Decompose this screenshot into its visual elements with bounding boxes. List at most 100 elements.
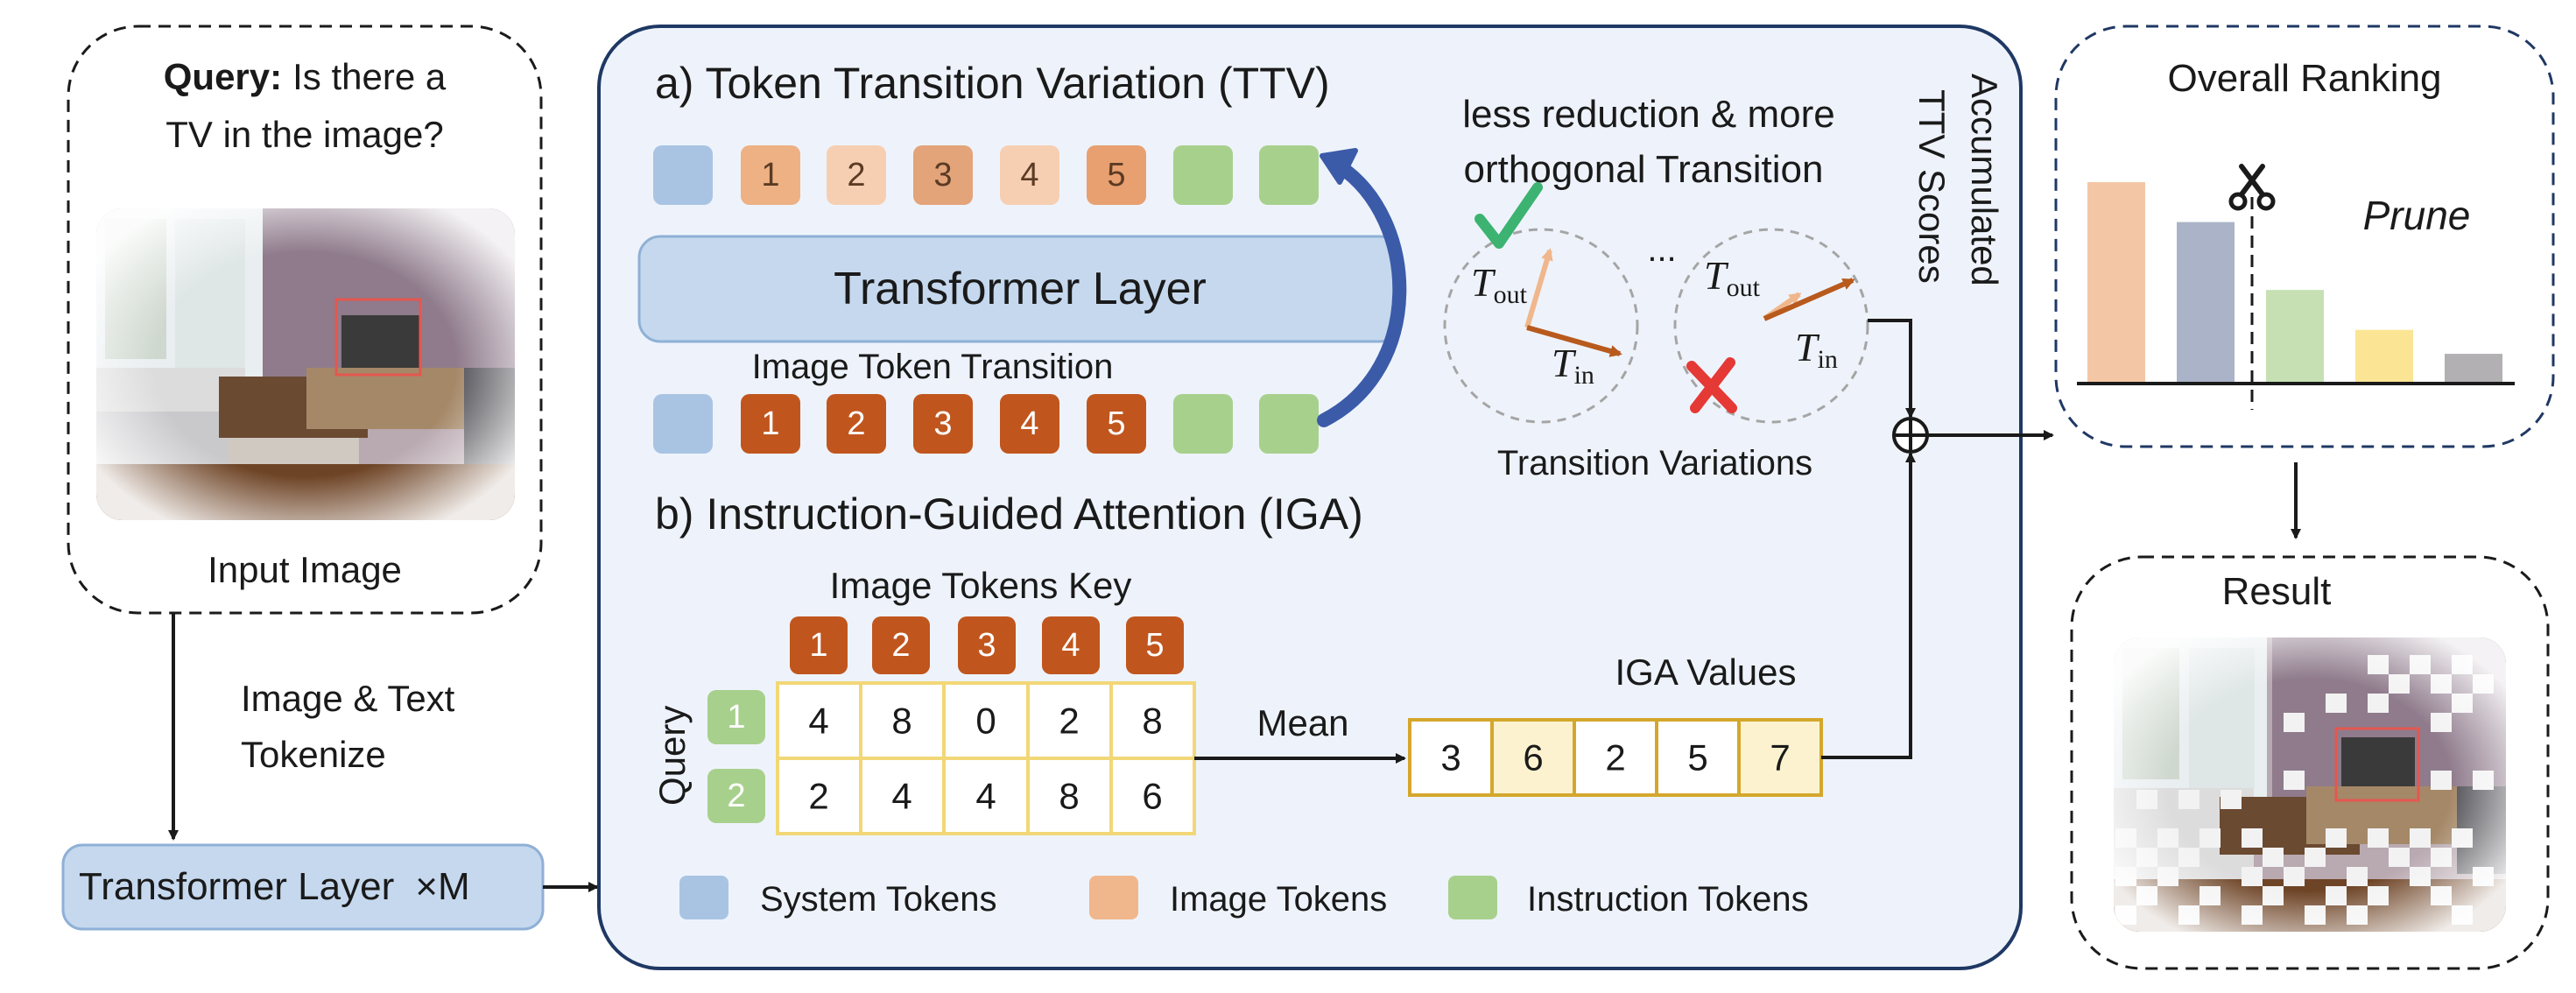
ranking-bar — [2266, 290, 2324, 382]
image-token-label: 1 — [761, 157, 779, 194]
iga-value: 5 — [1687, 737, 1707, 778]
key-token-label: 1 — [809, 627, 827, 664]
transition-label: Image Token Transition — [752, 348, 1114, 386]
query-token — [707, 690, 765, 744]
matrix-cell: 4 — [808, 701, 828, 742]
key-token — [790, 616, 848, 674]
ranking-bar — [2355, 329, 2413, 382]
key-token — [1126, 616, 1184, 674]
matrix-cell: 4 — [891, 776, 911, 817]
image-token-label: 5 — [1107, 157, 1125, 194]
input-image — [96, 208, 515, 520]
legend-system-swatch — [679, 876, 728, 919]
image-token — [827, 394, 886, 454]
input-image-label: Input Image — [208, 549, 402, 590]
key-token-label: 3 — [977, 627, 996, 664]
image-token-label: 3 — [933, 405, 952, 442]
t-in-sub: in — [1818, 345, 1838, 374]
query-token-label: 1 — [727, 699, 745, 736]
iga-values-row: 3 6 2 5 7 — [1408, 718, 1823, 797]
ranking-bars — [2087, 182, 2502, 382]
key-token — [1042, 616, 1100, 674]
result-title: Result — [2222, 570, 2332, 613]
instruction-token — [1173, 145, 1233, 205]
t-out-sub: out — [1494, 280, 1528, 309]
variations-label: Transition Variations — [1497, 444, 1812, 482]
query-token-label: 2 — [727, 778, 745, 814]
image-token — [1000, 145, 1059, 205]
matrix-cell: 6 — [1142, 776, 1162, 817]
query-bold: Query: — [164, 56, 282, 97]
ranking-bar — [2087, 182, 2145, 382]
image-token — [1087, 145, 1146, 205]
key-token-label: 2 — [891, 627, 910, 664]
instruction-token — [1259, 394, 1319, 454]
ttv-to-sum-arrow — [1868, 319, 1916, 419]
transition-curve-arrow — [1317, 159, 1407, 427]
tokenize-line1: Image & Text — [241, 678, 455, 719]
accumulated-line2: TTV Scores — [1911, 89, 1953, 284]
transformer-stack-label: Transformer Layer — [79, 865, 394, 908]
result-tv-highlight-box — [2334, 727, 2420, 802]
t-in-symbol: T — [1795, 325, 1820, 370]
iga-values-label: IGA Values — [1615, 651, 1796, 693]
system-token — [653, 145, 713, 205]
t-out-label: Tout — [1471, 260, 1528, 309]
image-token-label: 4 — [1020, 157, 1038, 194]
image-token-label: 2 — [847, 157, 865, 194]
iga-value: 6 — [1523, 737, 1543, 778]
matrix-cell: 8 — [891, 701, 911, 742]
key-token — [958, 616, 1016, 674]
iga-value: 7 — [1770, 737, 1790, 778]
query-line2: TV in the image? — [165, 114, 444, 155]
ttv-bottom-token-row: 1 2 3 4 5 — [653, 394, 1319, 454]
cross-icon — [1686, 357, 1737, 413]
key-token-row: 1 2 3 4 5 — [790, 616, 1184, 674]
t-out-label: Tout — [1704, 253, 1761, 302]
legend-image-label: Image Tokens — [1170, 880, 1387, 919]
image-token — [1087, 394, 1146, 454]
t-in-vector — [1763, 278, 1855, 321]
query-axis-label: Query — [651, 706, 693, 806]
transformer-mult: ×M — [415, 865, 469, 908]
image-token — [913, 394, 973, 454]
ttv-top-token-row: 1 2 3 4 5 — [653, 145, 1319, 205]
matrix-cell: 0 — [975, 701, 996, 742]
t-in-vector — [1526, 325, 1622, 357]
tokenize-line2: Tokenize — [241, 734, 386, 775]
iga-value: 3 — [1440, 737, 1460, 778]
key-token-label: 4 — [1061, 627, 1080, 664]
t-out-vector — [1524, 248, 1553, 328]
accumulated-line1: Accumulated — [1964, 74, 2005, 286]
legend-instruction-label: Instruction Tokens — [1527, 880, 1809, 919]
matrix-cell: 2 — [808, 776, 828, 817]
iga-value: 2 — [1605, 737, 1625, 778]
matrix-cell: 8 — [1142, 701, 1162, 742]
t-in-sub: in — [1574, 361, 1594, 390]
scissors-icon — [2228, 164, 2276, 211]
prune-label: Prune — [2363, 193, 2471, 238]
image-token — [741, 394, 800, 454]
t-in-symbol: T — [1552, 341, 1577, 385]
query-text-1: Is there a — [292, 56, 447, 97]
image-token — [741, 145, 800, 205]
tv-highlight-box — [334, 298, 422, 377]
t-out-symbol: T — [1471, 260, 1496, 305]
iga-title: b) Instruction-Guided Attention (IGA) — [655, 489, 1363, 539]
t-in-label: Tin — [1795, 325, 1838, 374]
ranking-bar — [2445, 354, 2502, 382]
attention-matrix: 4 8 0 2 8 2 4 4 8 6 — [776, 681, 1196, 835]
matrix-cell: 2 — [1059, 701, 1079, 742]
transition-arrowhead — [1320, 148, 1358, 185]
good-transition-circle — [1443, 228, 1639, 424]
iga-to-sum-arrow — [1821, 452, 1916, 759]
check-icon — [1475, 182, 1543, 249]
key-token-label: 5 — [1145, 627, 1164, 664]
matrix-cell: 4 — [975, 776, 996, 817]
query-token — [707, 769, 765, 823]
image-token-label: 5 — [1107, 405, 1125, 442]
system-token — [653, 394, 713, 454]
t-in-label: Tin — [1552, 341, 1594, 390]
query-line1: Query:Is there a — [164, 56, 447, 97]
